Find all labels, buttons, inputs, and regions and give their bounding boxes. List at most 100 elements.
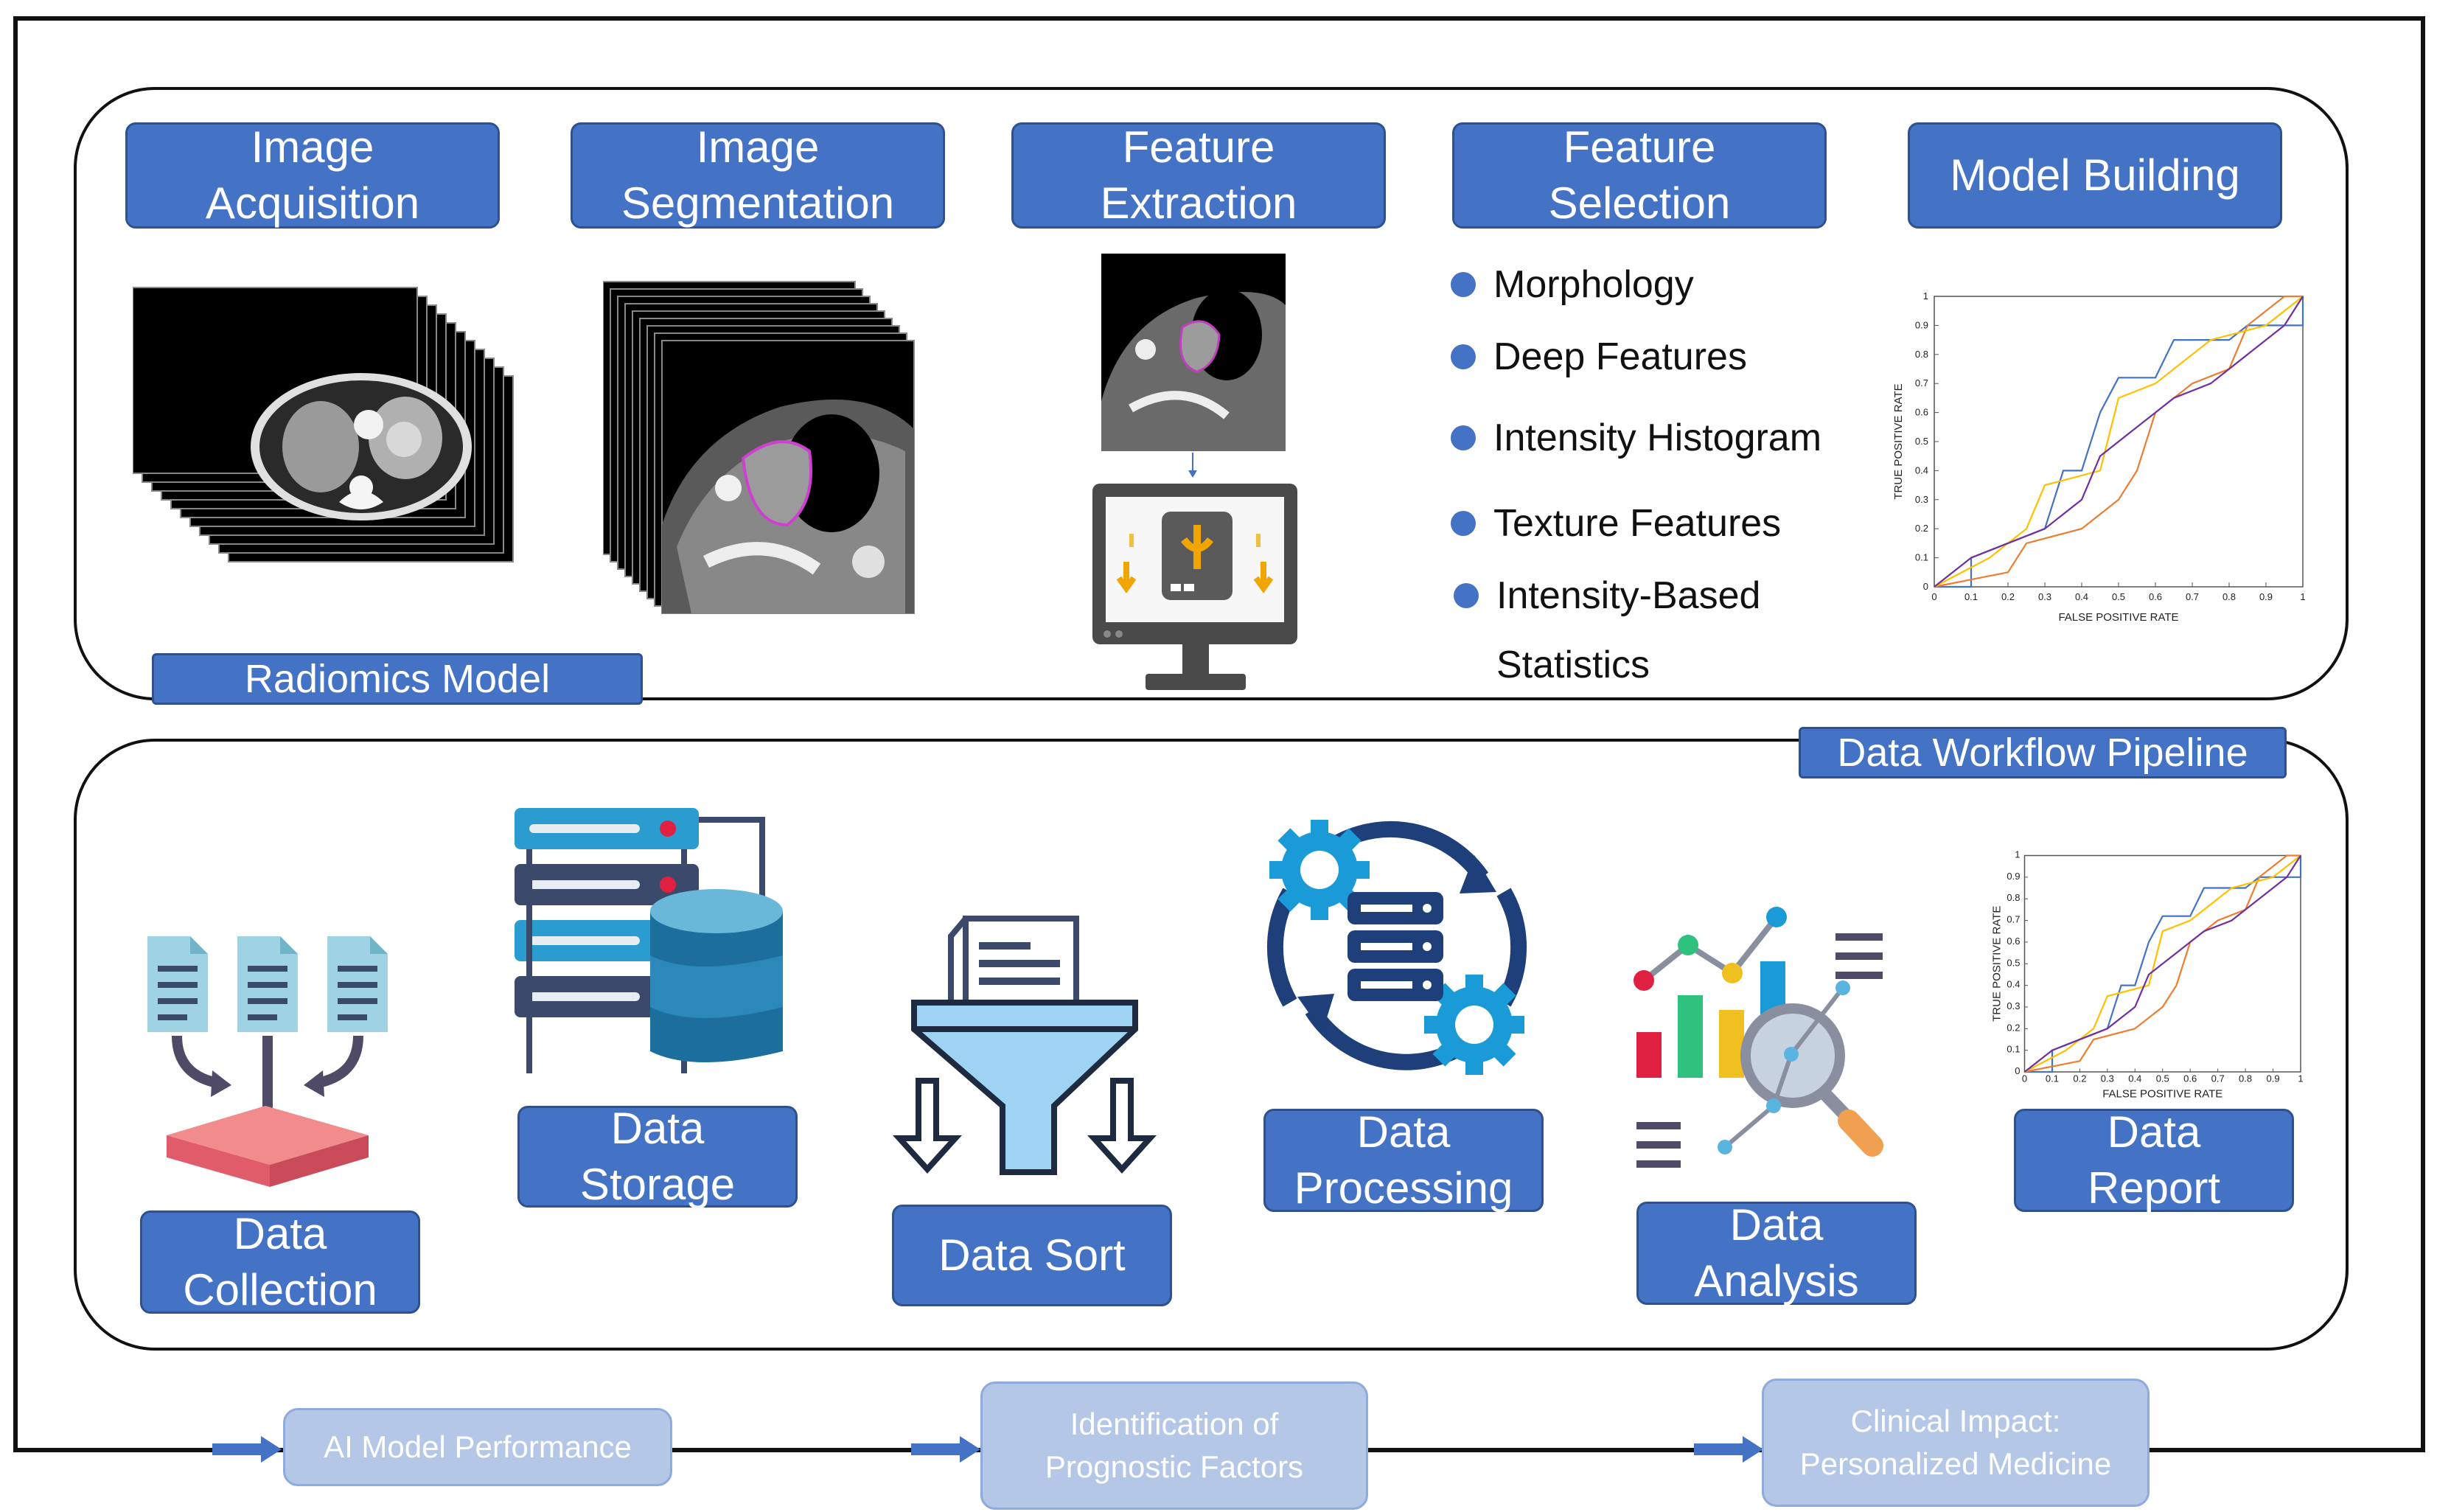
feature-label: Morphology [1493, 263, 1694, 306]
x-tick-label: 0.4 [2075, 591, 2088, 602]
y-tick-label: 0 [2015, 1065, 2020, 1076]
y-tick-label: 0.7 [2007, 914, 2020, 925]
x-tick-label: 0.3 [2038, 591, 2051, 602]
y-tick-label: 0.1 [2007, 1044, 2020, 1055]
step-data-report: Data Report [2014, 1107, 2294, 1213]
y-tick-label: 0.4 [1915, 464, 1928, 475]
y-tick-label: 0.7 [1915, 377, 1928, 389]
outcome-identification-of-prognostic-factors: Identification of Prognostic Factors [980, 1382, 1368, 1510]
step-feature-extraction: Feature Extraction [1011, 122, 1386, 229]
outcome-clinical-impact: Clinical Impact: Personalized Medicine [1762, 1379, 2150, 1507]
y-tick-label: 0.1 [1915, 552, 1928, 563]
ct-scan-stack-image [133, 287, 514, 562]
x-tick-label: 0.6 [2183, 1073, 2197, 1084]
step-model-building: Model Building [1908, 122, 2282, 229]
y-tick-label: 0.6 [1915, 407, 1928, 418]
arrow-right-icon [1694, 1436, 1763, 1463]
step-data-processing: Data Processing [1263, 1107, 1544, 1213]
feature-label: Deep Features [1493, 335, 1747, 378]
x-tick-label: 0.7 [2211, 1073, 2225, 1084]
x-tick-label: 0.7 [2186, 591, 2199, 602]
arrow-right-icon [911, 1436, 980, 1463]
x-tick-label: 0.8 [2222, 591, 2236, 602]
y-tick-label: 0.3 [2007, 1000, 2020, 1011]
step-image-acquisition: Image Acquisition [125, 122, 500, 229]
roc-curve-chart-data-report: 00 0.1 0.1 0.2 0.2 0.3 0.3 0.4 0.4 0.5 0.5 0.6 0.6 0.… [1991, 849, 2304, 1101]
x-tick-label: 0.8 [2239, 1073, 2252, 1084]
roc-curve-chart-model-building: 00 0.1 0.1 0.2 0.2 0.3 0.3 0.4 0.4 0.5 0.5 0.6 0.6 0.… [1892, 290, 2306, 624]
step-feature-selection: Feature Selection [1452, 122, 1827, 229]
bullet-icon [1454, 583, 1479, 608]
x-tick-label: 0.1 [1964, 591, 1978, 602]
workflow-panel [74, 739, 2349, 1351]
arrow-right-icon [212, 1436, 282, 1463]
x-axis-label: FALSE POSITIVE RATE [2102, 1088, 2222, 1101]
feature-label: Intensity-Based [1496, 574, 1761, 617]
y-tick-label: 0.4 [2007, 979, 2020, 990]
data-analysis-icon [1634, 907, 1883, 1168]
bullet-icon [1451, 272, 1476, 297]
y-tick-label: 0.9 [1915, 319, 1928, 330]
y-tick-label: 0.5 [2007, 957, 2020, 968]
feature-morphology: Morphology [1451, 262, 1694, 307]
step-data-storage: Data Storage [517, 1104, 798, 1209]
feature-label: Intensity Histogram [1493, 417, 1822, 459]
bullet-icon [1451, 511, 1476, 536]
y-tick-label: 0.8 [1915, 349, 1928, 360]
y-axis-label: TRUE POSITIVE RATE [1991, 906, 2004, 1022]
outcome-ai-model-performance: AI Model Performance [283, 1408, 672, 1486]
x-tick-label: 0.4 [2128, 1073, 2141, 1084]
x-tick-label: 0 [2022, 1073, 2027, 1084]
roc-series-line [1934, 295, 2303, 588]
x-tick-label: 0.2 [2073, 1073, 2086, 1084]
y-tick-label: 0.2 [1915, 523, 1928, 534]
roc-series-line [2023, 854, 2301, 1073]
radiomics-model-label: Radiomics Model [152, 653, 643, 705]
feature-intensity-histogram: Intensity Histogram [1451, 416, 1821, 460]
data-workflow-pipeline-label: Data Workflow Pipeline [1799, 727, 2287, 778]
y-tick-label: 0 [1923, 581, 1928, 592]
x-tick-label: 0.1 [2046, 1073, 2059, 1084]
data-processing-icon [1266, 820, 1527, 1075]
x-tick-label: 1 [2298, 1073, 2303, 1084]
data-sort-funnel-icon [892, 916, 1157, 1175]
feature-extraction-monitor-icon [1092, 484, 1297, 690]
y-axis-label: TRUE POSITIVE RATE [1892, 383, 1905, 499]
roc-series-line [1934, 296, 2304, 588]
x-tick-label: 0.6 [2149, 591, 2162, 602]
x-tick-label: 1 [2300, 591, 2305, 602]
x-tick-label: 0.2 [2001, 591, 2015, 602]
x-tick-label: 0.9 [2267, 1073, 2280, 1084]
step-data-sort: Data Sort [892, 1205, 1172, 1306]
x-tick-label: 0.9 [2259, 591, 2273, 602]
y-tick-label: 0.3 [1915, 494, 1928, 505]
y-tick-label: 0.6 [2007, 936, 2020, 947]
feature-label: Texture Features [1493, 502, 1782, 545]
segmented-ct-stack-image [603, 281, 915, 614]
y-tick-label: 1 [2015, 849, 2020, 860]
feature-extraction-ct-image [1101, 254, 1286, 451]
data-storage-icon [515, 808, 783, 1073]
step-data-analysis: Data Analysis [1636, 1200, 1917, 1306]
down-arrow-icon [1188, 453, 1197, 478]
x-tick-label: 0.5 [2112, 591, 2125, 602]
feature-deep-features: Deep Features [1451, 335, 1747, 379]
y-tick-label: 0.5 [1915, 436, 1928, 447]
x-tick-label: 0.5 [2156, 1073, 2169, 1084]
x-axis-label: FALSE POSITIVE RATE [2058, 611, 2178, 624]
bullet-icon [1451, 425, 1476, 450]
x-tick-label: 0.3 [2101, 1073, 2114, 1084]
y-tick-label: 0.8 [2007, 892, 2020, 903]
step-image-segmentation: Image Segmentation [571, 122, 945, 229]
y-tick-label: 0.9 [2007, 871, 2020, 882]
y-tick-label: 1 [1923, 290, 1928, 302]
feature-intensity-based-cont: Statistics [1496, 644, 1650, 686]
feature-texture-features: Texture Features [1451, 501, 1781, 546]
x-tick-label: 0 [1931, 591, 1936, 602]
roc-series-line [2024, 854, 2301, 1073]
y-tick-label: 0.2 [2007, 1022, 2020, 1033]
data-collection-icon [147, 936, 388, 1187]
bullet-icon [1451, 344, 1476, 369]
step-data-collection: Data Collection [140, 1209, 420, 1314]
feature-intensity-based: Intensity-Based [1454, 574, 1760, 618]
